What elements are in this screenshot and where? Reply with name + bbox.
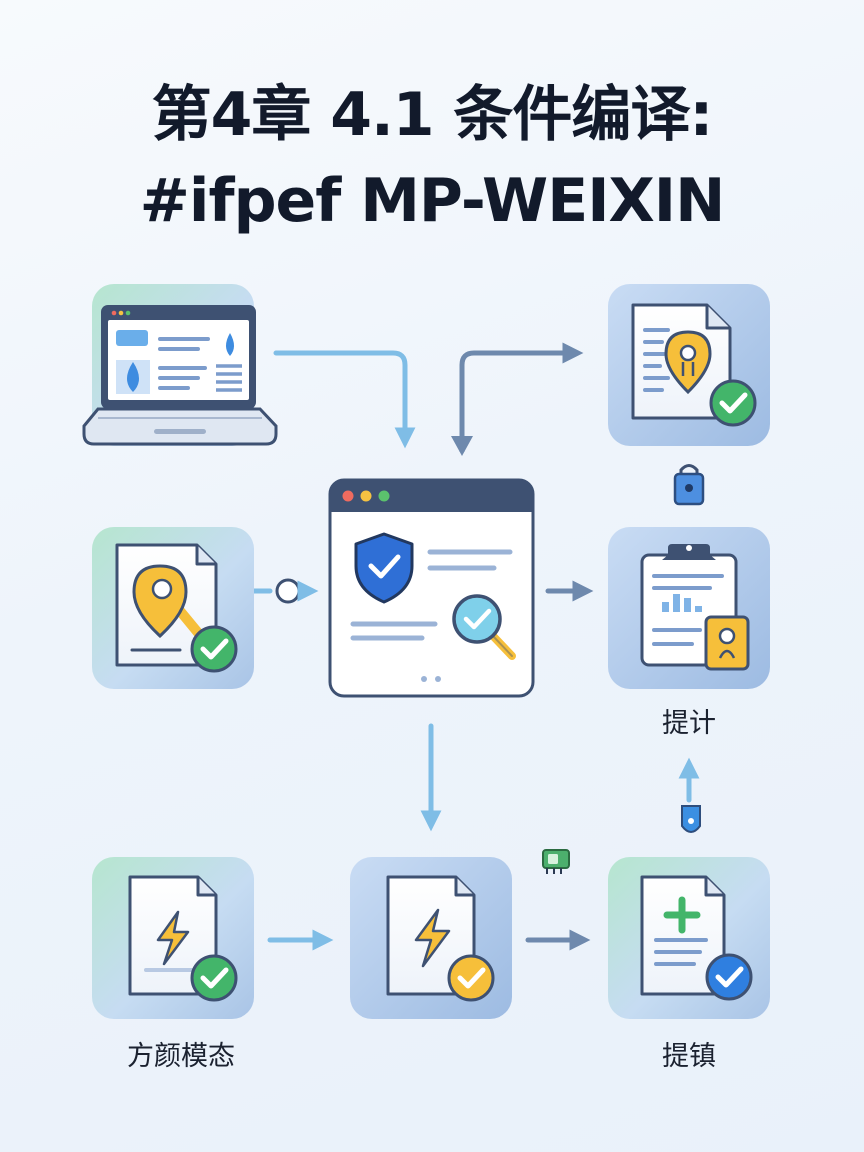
document-lightning-left-node [92,857,254,1019]
document-plus-icon [640,875,753,1001]
chip-icon [542,849,570,874]
label-bottom-left: 方颜模态 [127,1041,235,1072]
document-plus-node [608,857,770,1019]
magnifier-check-icon [452,594,516,660]
clipboard-chart-node [608,527,770,689]
clipboard-chart-icon [640,544,750,671]
browser-node [328,478,535,698]
arrow-laptop-to-center [273,350,416,449]
arrow-center-to-top-right [451,342,584,456]
ring-icon [275,578,301,604]
laptop-node [82,284,278,446]
document-lightning-center-node [350,857,512,1019]
laptop-icon [82,305,278,446]
document-location-icon [631,303,757,427]
document-key-icon [115,543,238,673]
page-title: 第4章 4.1 条件编译: #ifpef MP-WEIXIN [0,72,864,244]
document-key-node [92,527,254,689]
shield-check-icon [354,532,414,604]
lock-small-icon [681,805,701,833]
label-bottom-right: 提镇 [662,1041,716,1072]
title-line-2: #ifpef MP-WEIXIN [139,166,726,236]
title-line-1: 第4章 4.1 条件编译: [151,80,714,150]
arrow-left-to-center [243,578,319,604]
label-right-middle: 提计 [662,708,716,739]
document-lightning-icon [128,875,238,1002]
lock-icon [673,464,705,506]
document-location-node [608,284,770,446]
document-lightning-icon [386,875,495,1002]
